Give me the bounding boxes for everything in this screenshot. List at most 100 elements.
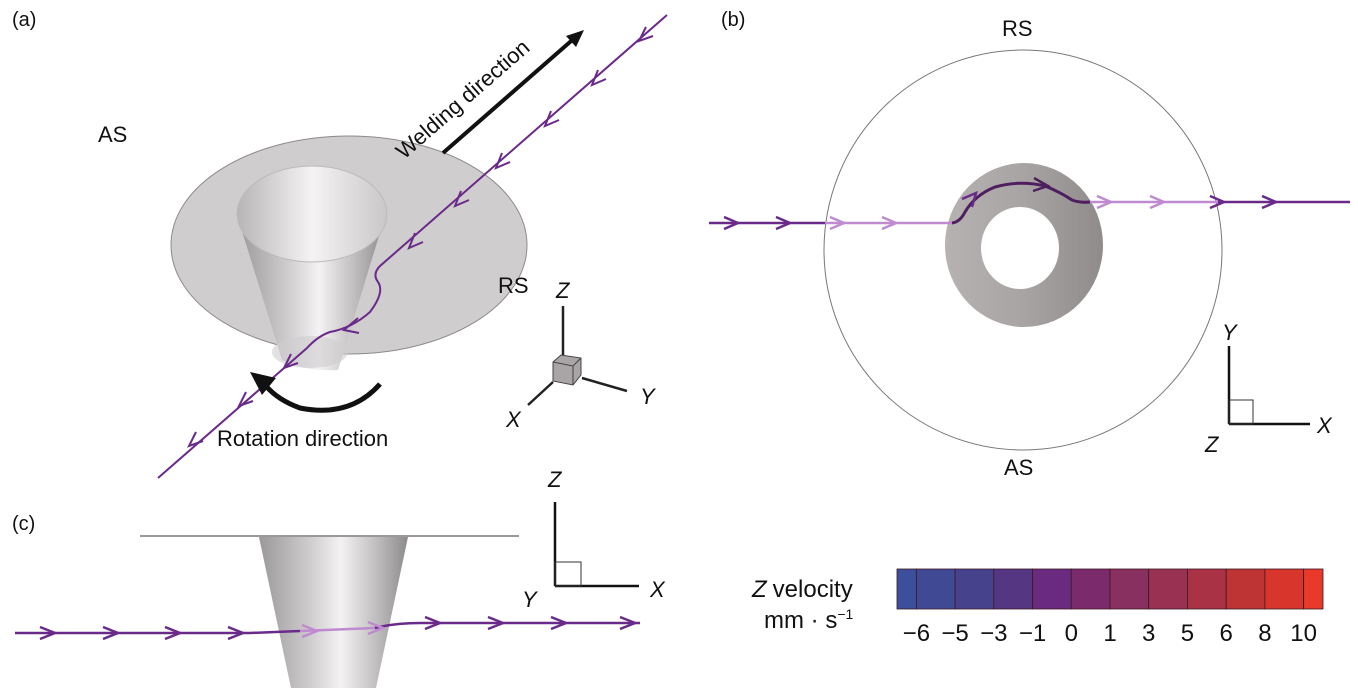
y-axis-line bbox=[581, 376, 628, 393]
colorbar-tick-label: 5 bbox=[1181, 620, 1194, 647]
colorbar-cell bbox=[1225, 568, 1266, 610]
panel-c-label: (c) bbox=[12, 513, 35, 535]
streamline-a bbox=[157, 14, 668, 479]
colorbar-tick-label: −3 bbox=[980, 620, 1007, 647]
flow-arrow bbox=[1209, 194, 1228, 210]
colorbar-cell bbox=[915, 568, 956, 610]
axis-triad-b: Y X Z bbox=[1204, 320, 1333, 457]
pin-hole-b bbox=[981, 207, 1059, 289]
flow-arrow bbox=[227, 625, 247, 641]
y-axis-label-c: Y bbox=[522, 587, 538, 612]
streamline-a-arrows bbox=[186, 26, 654, 448]
flow-arrow bbox=[636, 26, 654, 43]
axis-triad-c: Z X Y bbox=[522, 467, 666, 612]
flow-arrow bbox=[1096, 194, 1115, 210]
colorbar-cell bbox=[1070, 568, 1111, 610]
colorbar-cell bbox=[1032, 568, 1072, 610]
flow-arrow bbox=[487, 615, 507, 631]
flow-arrow bbox=[1149, 194, 1168, 210]
rs-label-b: RS bbox=[1002, 16, 1033, 41]
tool-pin-opening bbox=[236, 165, 388, 263]
colorbar-cell bbox=[1109, 568, 1150, 610]
welding-direction-arrow bbox=[441, 33, 580, 155]
colorbar-cell bbox=[896, 568, 917, 610]
colorbar-tick-label: 0 bbox=[1065, 620, 1078, 647]
welding-direction-label: Welding direction bbox=[391, 34, 534, 163]
shoulder-outline-b bbox=[823, 49, 1223, 451]
x-axis-label-c: X bbox=[649, 577, 666, 602]
flow-arrow bbox=[1261, 194, 1280, 210]
flow-arrow bbox=[453, 190, 470, 208]
streamline-c-arrows bbox=[39, 615, 639, 641]
colorbar-unit: mm · s−1 bbox=[764, 606, 853, 634]
flow-arrow bbox=[236, 391, 254, 408]
panel-b: (b) RS AS Y X Z bbox=[709, 9, 1350, 480]
x-axis-label-b: X bbox=[1316, 413, 1333, 438]
rotation-arrow-head-icon bbox=[250, 372, 276, 395]
colorbar-cell bbox=[1303, 568, 1324, 610]
colorbar-tick-label: 3 bbox=[1142, 620, 1155, 647]
axis-cube-icon bbox=[552, 354, 582, 386]
tool-pin-side-c bbox=[259, 537, 408, 688]
colorbar-cell bbox=[1187, 568, 1227, 610]
flow-arrow bbox=[550, 615, 570, 631]
right-angle-mark bbox=[1228, 399, 1254, 425]
flow-arrow bbox=[494, 152, 511, 170]
panel-c: (c) Z X Y bbox=[12, 467, 666, 688]
flow-arrow bbox=[1032, 176, 1052, 193]
flow-arrow bbox=[186, 431, 204, 448]
flow-arrow bbox=[301, 623, 321, 639]
colorbar-cell bbox=[1264, 568, 1305, 610]
flow-arrow bbox=[341, 317, 360, 334]
axis-triad-a: Z Y X bbox=[505, 278, 656, 432]
colorbar-title-z: Z bbox=[751, 576, 768, 603]
flow-arrow bbox=[775, 215, 794, 231]
colorbar-title-text: velocity bbox=[773, 576, 853, 603]
flow-arrow bbox=[543, 110, 560, 128]
flow-arrow bbox=[407, 232, 424, 250]
colorbar-tick-label: −6 bbox=[903, 620, 930, 647]
panel-a: (a) AS RS Welding direction bbox=[12, 9, 668, 479]
colorbar-cell bbox=[954, 568, 995, 610]
panel-a-label: (a) bbox=[12, 9, 36, 31]
panel-b-label: (b) bbox=[721, 9, 745, 31]
flow-arrow bbox=[723, 215, 742, 231]
as-label-b: AS bbox=[1004, 455, 1033, 480]
flow-arrow bbox=[367, 620, 387, 636]
colorbar-unit-exp: −1 bbox=[837, 606, 853, 622]
colorbar-tick-label: −1 bbox=[1019, 620, 1046, 647]
flow-arrow bbox=[881, 215, 900, 231]
colorbar-tick-label: 10 bbox=[1290, 620, 1317, 647]
colorbar-cells bbox=[896, 568, 1324, 610]
x-axis-label-a: X bbox=[505, 407, 522, 432]
z-axis-label-c: Z bbox=[547, 467, 563, 492]
colorbar-cell bbox=[993, 568, 1033, 610]
streamline-b-arrows bbox=[723, 176, 1280, 231]
colorbar-cell bbox=[1148, 568, 1188, 610]
streamline-b-curve bbox=[951, 181, 1091, 225]
rotation-direction-label: Rotation direction bbox=[217, 426, 388, 451]
streamline-c-in bbox=[15, 629, 301, 635]
flow-arrow bbox=[102, 625, 122, 641]
streamline-c-out bbox=[374, 621, 640, 630]
colorbar-tick-label: −5 bbox=[941, 620, 968, 647]
y-axis-label-b: Y bbox=[1222, 320, 1238, 345]
rs-label-a: RS bbox=[498, 273, 529, 298]
flow-arrow bbox=[590, 69, 607, 87]
x-axis-line bbox=[527, 381, 554, 406]
z-axis-label-a: Z bbox=[555, 278, 571, 303]
welding-arrow-head-icon bbox=[566, 30, 584, 47]
rotation-direction-arrow bbox=[264, 382, 382, 413]
flow-arrow bbox=[829, 215, 848, 231]
colorbar-tick-label: 1 bbox=[1103, 620, 1116, 647]
colorbar-tick-label: 8 bbox=[1258, 620, 1271, 647]
flow-arrow bbox=[281, 353, 299, 370]
z-axis-label-b: Z bbox=[1204, 432, 1220, 457]
colorbar-unit-base: mm · s bbox=[764, 607, 837, 634]
flow-arrow bbox=[39, 625, 59, 641]
as-label-a: AS bbox=[98, 122, 127, 147]
